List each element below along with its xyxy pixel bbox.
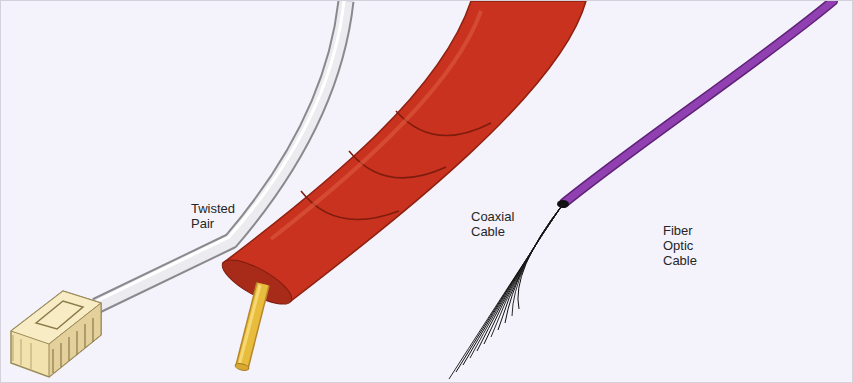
cable-label: Coaxial Cable <box>471 209 527 239</box>
cable-label: Fiber Optic Cable <box>663 223 705 268</box>
cable-label: Twisted Pair <box>191 201 247 231</box>
fiber-strand <box>512 204 563 316</box>
fiber-strand <box>470 204 563 358</box>
fiber-strand <box>518 204 563 309</box>
coaxial-cable <box>217 1 586 372</box>
fiber-strand <box>456 204 563 372</box>
fiber-optic-cable <box>449 1 833 379</box>
optical-fibers <box>449 204 563 379</box>
fiber-strand <box>463 204 563 365</box>
fiber-strand <box>449 204 563 379</box>
rj45-connector <box>11 291 101 377</box>
